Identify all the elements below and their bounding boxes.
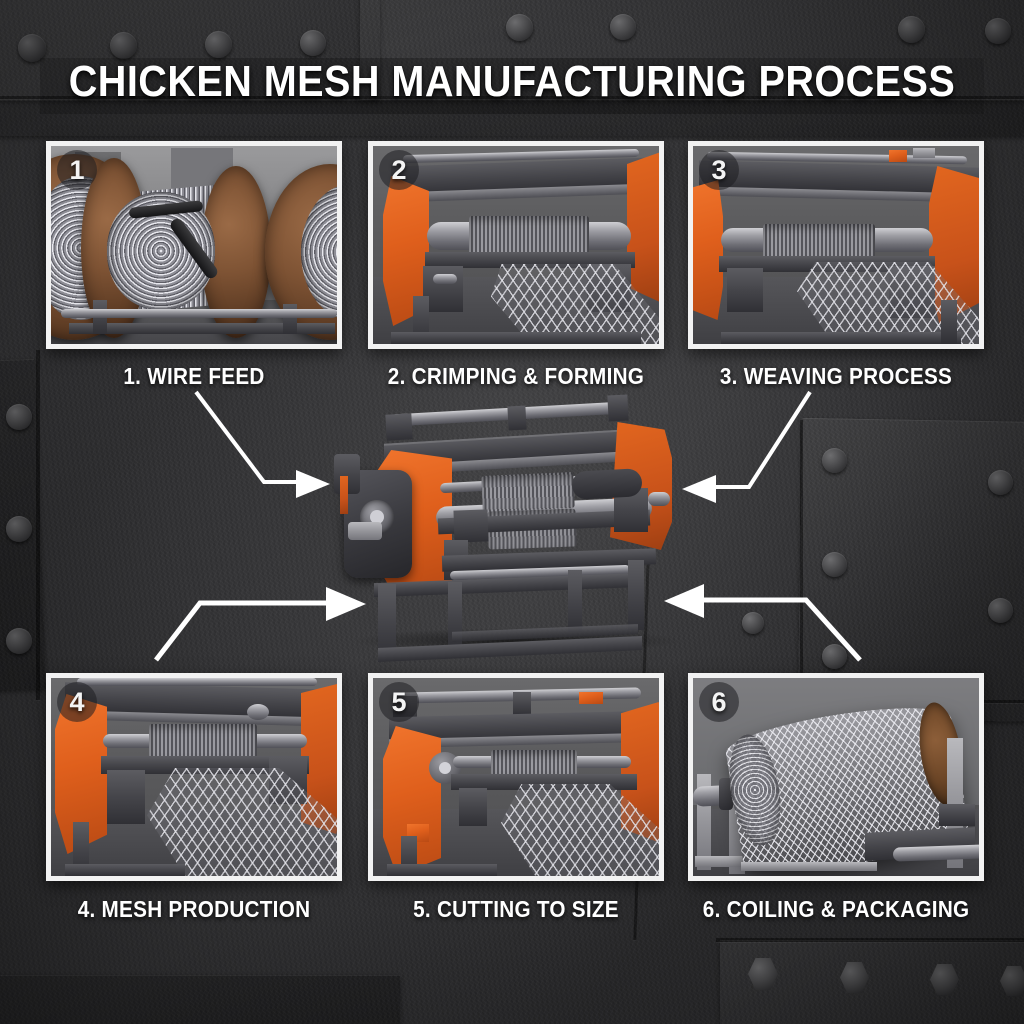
- rivet: [300, 30, 326, 56]
- rivet: [822, 448, 847, 473]
- rivet: [985, 18, 1011, 44]
- step-panel-wire-feed[interactable]: 1: [46, 141, 342, 349]
- rivet: [610, 14, 636, 40]
- rivet: [18, 34, 46, 62]
- weaving-machine-scene: [693, 146, 979, 344]
- rivet: [205, 31, 232, 58]
- rivet: [988, 598, 1013, 623]
- step-number-badge: 2: [379, 150, 419, 190]
- wire-spool-scene: [51, 146, 337, 344]
- step-caption-crimping-and-forming: 2. CRIMPING & FORMING: [387, 363, 645, 389]
- step-panel-weaving-process[interactable]: 3: [688, 141, 984, 349]
- step-caption-wire-feed: 1. WIRE FEED: [123, 363, 265, 389]
- mesh-production-scene: [51, 678, 337, 876]
- rivet: [110, 32, 137, 59]
- step-number-badge: 3: [699, 150, 739, 190]
- central-machine-illustration: [332, 392, 692, 662]
- step-caption-weaving-process: 3. WEAVING PROCESS: [719, 363, 953, 389]
- ribbed-crimp-roller: [481, 471, 575, 513]
- rivet: [6, 516, 32, 542]
- step-number-badge: 5: [379, 682, 419, 722]
- step-caption-coiling-and-packaging: 6. COILING & PACKAGING: [702, 896, 970, 922]
- rivet: [988, 470, 1013, 495]
- rivet: [822, 552, 847, 577]
- crimping-machine-scene: [373, 146, 659, 344]
- cutting-blade-roller: [491, 750, 577, 776]
- rivet: [6, 404, 32, 430]
- rivet: [6, 628, 32, 654]
- rivet: [898, 16, 925, 43]
- step-panel-mesh-production[interactable]: 4: [46, 673, 342, 881]
- step-caption-mesh-production: 4. MESH PRODUCTION: [77, 896, 311, 922]
- page-title: CHICKEN MESH MANUFACTURING PROCESS: [68, 57, 956, 106]
- step-number-badge: 6: [699, 682, 739, 722]
- coiling-scene: [693, 678, 979, 876]
- step-number-badge: 4: [57, 682, 97, 722]
- rivet: [506, 14, 533, 41]
- cutting-machine-scene: [373, 678, 659, 876]
- step-panel-coiling-and-packaging[interactable]: 6: [688, 673, 984, 881]
- machine-end-plate: [627, 152, 659, 302]
- crimping-roller: [469, 216, 589, 258]
- ribbed-crimp-roller: [149, 724, 257, 758]
- step-panel-crimping-and-forming[interactable]: 2: [368, 141, 664, 349]
- step-number-badge: 1: [57, 150, 97, 190]
- step-caption-cutting-to-size: 5. CUTTING TO SIZE: [413, 896, 619, 922]
- machine-end-plate: [693, 180, 723, 320]
- title-band: [40, 58, 984, 114]
- step-panel-cutting-to-size[interactable]: 5: [368, 673, 664, 881]
